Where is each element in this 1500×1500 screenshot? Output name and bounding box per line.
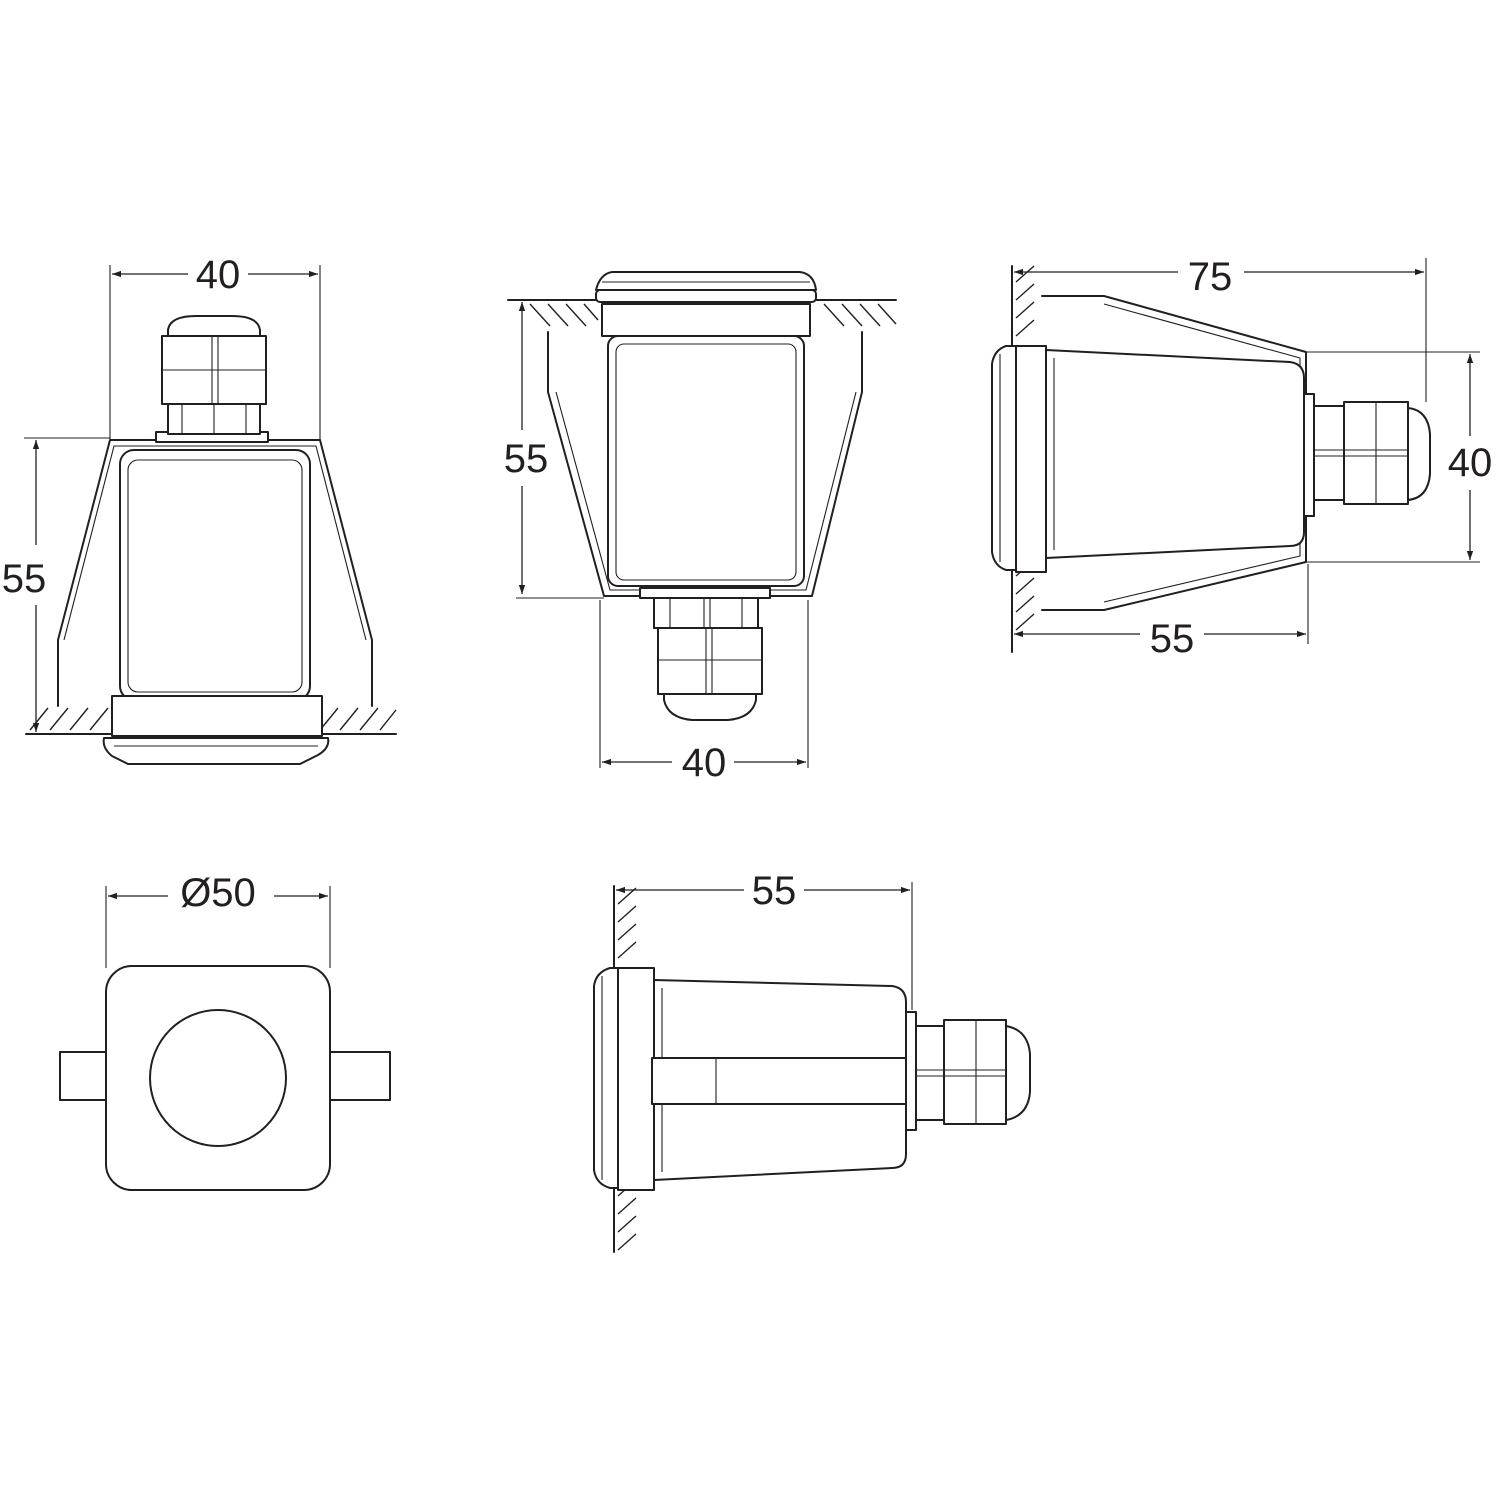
side-overall-dimension: 75 [1014,255,1427,402]
rear-width-label: 40 [682,741,727,785]
side-body-dimension: 55 [1014,564,1309,661]
front-height-dimension: 55 [2,437,110,732]
top-faceplate [105,965,331,1191]
side-body [991,345,1305,573]
side-height-label: 40 [1448,441,1493,485]
bottom-side-label: 55 [752,869,797,913]
front-view: 40 55 [2,253,397,765]
bottom-cable-gland [905,1011,1031,1131]
side-body-label: 55 [1150,617,1195,661]
front-width-label: 40 [196,253,241,297]
bottom-side-dimension: 55 [616,869,913,1010]
top-view: Ø50 [59,871,391,1191]
rear-width-dimension: 40 [599,600,809,785]
front-width-dimension: 40 [109,253,321,440]
top-diameter-dimension: Ø50 [105,871,331,968]
rear-height-label: 55 [504,437,549,481]
front-height-label: 55 [2,557,47,601]
top-diameter-label: Ø50 [180,871,256,915]
bottom-body [593,967,917,1191]
front-cable-gland [155,315,269,443]
side-cable-gland [1303,393,1431,517]
rear-view: 55 40 [504,271,897,785]
rear-cable-gland [639,587,771,721]
rear-height-dimension: 55 [504,302,604,599]
side-height-dimension: 40 [1306,351,1493,563]
side-overall-label: 75 [1188,255,1233,299]
side-view: 75 40 55 [991,255,1493,661]
front-body [102,449,330,765]
bottom-side-view: 55 [593,869,1031,1253]
rear-body [595,271,817,587]
